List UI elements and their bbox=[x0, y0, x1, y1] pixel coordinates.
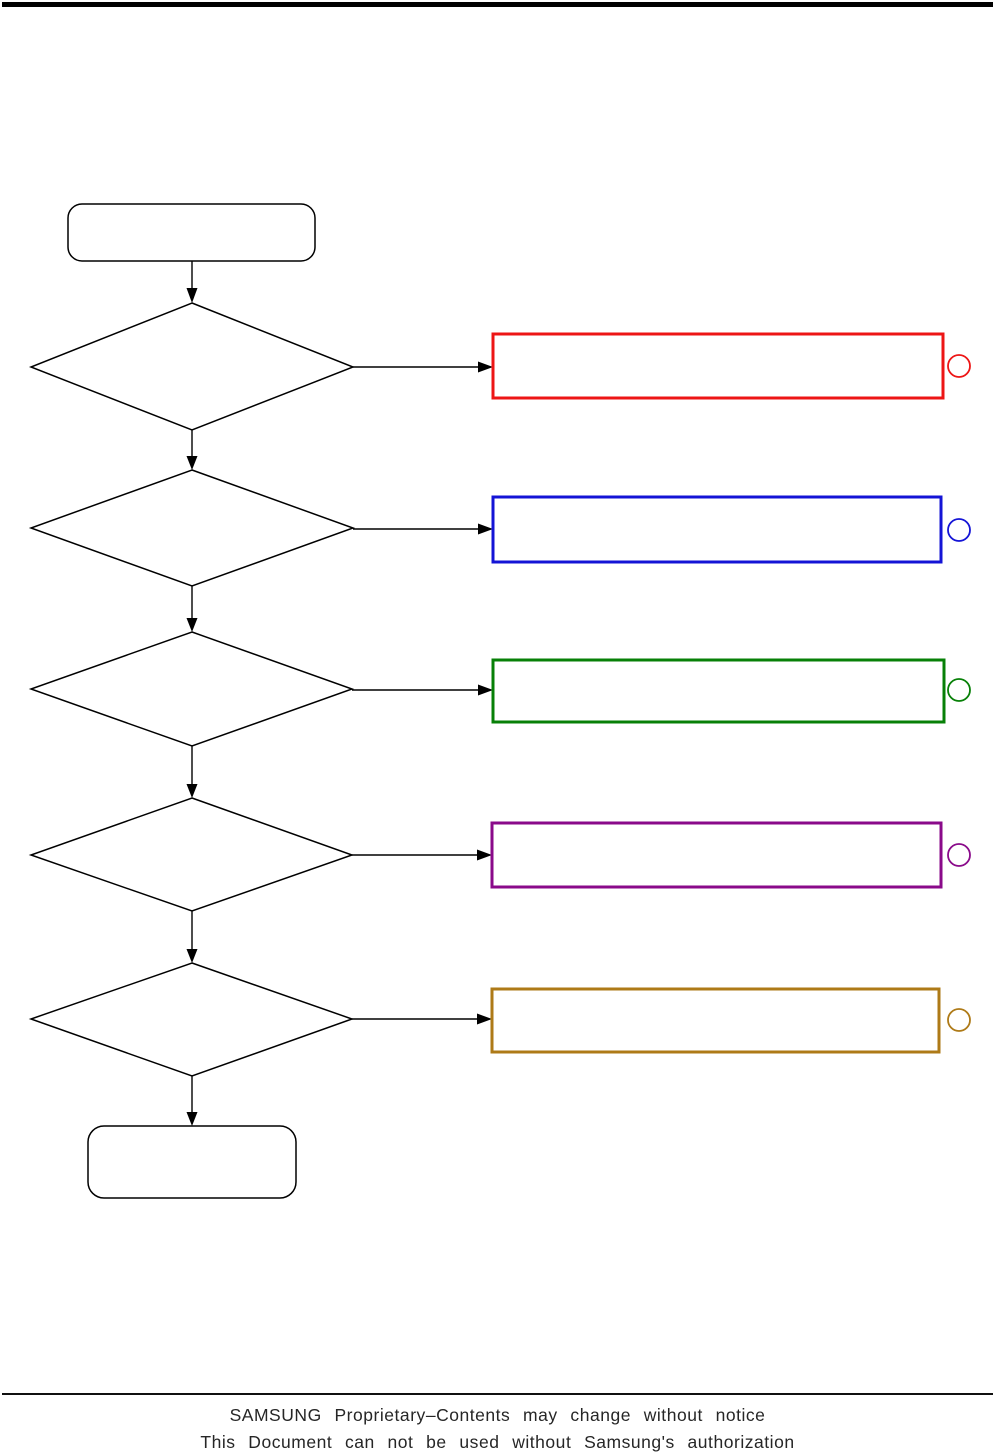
footer: SAMSUNG Proprietary–Contents may change … bbox=[0, 1402, 995, 1454]
decision-4-diamond bbox=[28, 797, 355, 912]
branch-1-connector-circle bbox=[947, 354, 971, 378]
branch-5 bbox=[490, 987, 971, 1054]
arrow-decision-5-to-branch-5 bbox=[352, 1013, 492, 1025]
arrow-decision-4-to-5 bbox=[186, 911, 198, 963]
decision-2-diamond bbox=[28, 469, 356, 587]
branch-5-connector-circle bbox=[947, 1008, 971, 1032]
branch-2-action-box bbox=[491, 495, 943, 564]
start-terminator bbox=[67, 203, 316, 262]
arrow-start-to-decision-1 bbox=[186, 261, 198, 303]
branch-1-action-box bbox=[491, 332, 945, 400]
branch-4-connector-circle bbox=[947, 843, 971, 867]
footer-proprietary-notice: SAMSUNG Proprietary–Contents may change … bbox=[229, 1405, 766, 1425]
branch-4 bbox=[490, 821, 971, 889]
decision-5-diamond bbox=[28, 962, 355, 1077]
arrow-decision-1-to-2 bbox=[186, 430, 198, 470]
footer-authorization-notice: This Document can not be used without Sa… bbox=[200, 1431, 795, 1452]
branch-3-connector-circle bbox=[947, 678, 971, 702]
arrow-decision-5-to-end bbox=[186, 1076, 198, 1126]
top-rule bbox=[2, 2, 993, 7]
arrow-decision-1-to-branch-1 bbox=[353, 361, 493, 373]
branch-3 bbox=[491, 658, 971, 724]
arrow-decision-2-to-branch-2 bbox=[353, 523, 493, 535]
end-terminator bbox=[87, 1125, 297, 1199]
branch-1 bbox=[491, 332, 971, 400]
branch-5-action-box bbox=[490, 987, 941, 1054]
branch-3-action-box bbox=[491, 658, 946, 724]
arrow-decision-4-to-branch-4 bbox=[352, 849, 492, 861]
arrow-decision-2-to-3 bbox=[186, 586, 198, 632]
arrow-decision-3-to-4 bbox=[186, 746, 198, 798]
decision-3-diamond bbox=[28, 631, 355, 747]
decision-1-diamond bbox=[28, 302, 356, 431]
footer-rule bbox=[2, 1393, 993, 1395]
branch-2-connector-circle bbox=[947, 518, 971, 542]
branch-2 bbox=[491, 495, 971, 564]
branch-4-action-box bbox=[490, 821, 943, 889]
arrow-decision-3-to-branch-3 bbox=[352, 684, 493, 696]
